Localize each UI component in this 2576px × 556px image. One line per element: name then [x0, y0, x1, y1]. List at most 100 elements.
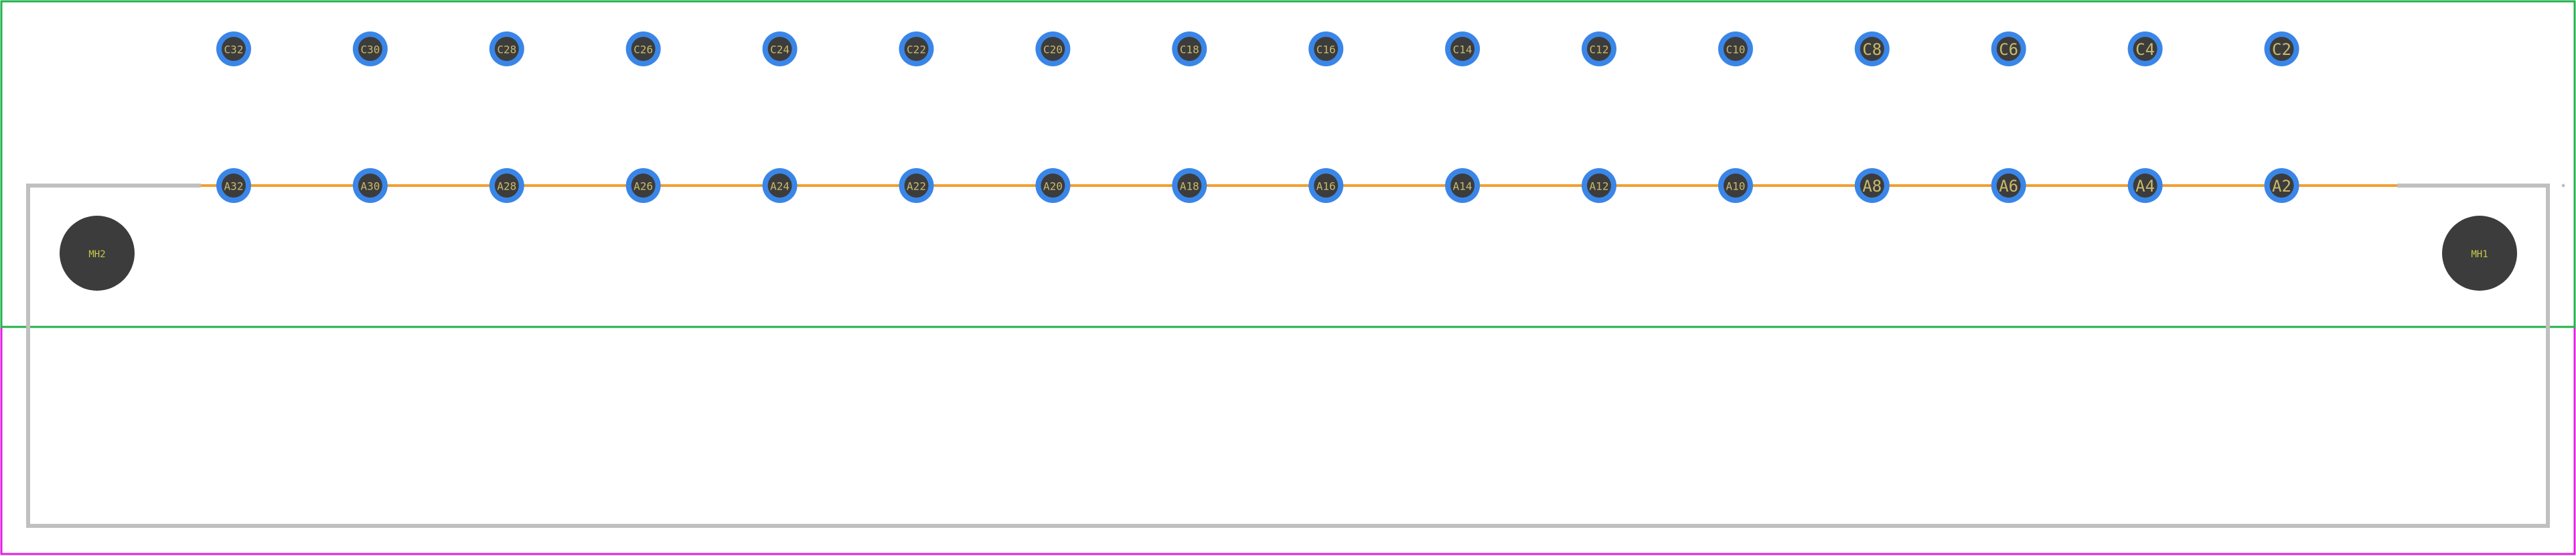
pad-label: A4 — [2135, 177, 2155, 196]
pad-hole — [1041, 37, 1065, 61]
pad-label: C28 — [497, 44, 516, 56]
pad-label: A30 — [360, 180, 380, 193]
pad-label: A20 — [1043, 180, 1063, 193]
pad-c16[interactable]: C16 — [1308, 31, 1344, 66]
pad-label: C10 — [1726, 44, 1745, 56]
pad-label: C20 — [1043, 44, 1063, 56]
pad-label: C18 — [1180, 44, 1199, 56]
pad-hole — [2133, 173, 2157, 198]
pad-hole — [222, 37, 246, 61]
pad-a2[interactable]: A2 — [2264, 168, 2299, 203]
pad-a8[interactable]: A8 — [1854, 168, 1890, 203]
pad-hole — [1587, 37, 1611, 61]
pad-hole — [1450, 37, 1475, 61]
pad-hole — [631, 173, 656, 198]
pad-hole — [1723, 173, 1748, 198]
courtyard-outline-bottom — [0, 326, 2576, 555]
pad-label: A24 — [770, 180, 789, 193]
pad-hole — [904, 37, 929, 61]
pad-label: C32 — [224, 44, 244, 56]
pad-c30[interactable]: C30 — [352, 31, 388, 66]
pad-c24[interactable]: C24 — [762, 31, 798, 66]
pad-hole — [1996, 173, 2021, 198]
pad-label: A6 — [1999, 177, 2018, 196]
pad-hole — [1860, 173, 1884, 198]
pad-c10[interactable]: C10 — [1718, 31, 1753, 66]
pad-hole — [494, 173, 519, 198]
pad-a18[interactable]: A18 — [1172, 168, 1207, 203]
pad-label: A28 — [497, 180, 516, 193]
pad-label: C14 — [1453, 44, 1472, 56]
mounting-hole-right-body — [2442, 216, 2517, 291]
pad-label: A8 — [1862, 177, 1882, 196]
pad-label: C4 — [2135, 40, 2155, 59]
pad-a24[interactable]: A24 — [762, 168, 798, 203]
pad-c6[interactable]: C6 — [1991, 31, 2026, 66]
pad-label: C26 — [633, 44, 653, 56]
pad-hole — [1314, 173, 1339, 198]
pad-a32[interactable]: A32 — [216, 168, 251, 203]
pad-a10[interactable]: A10 — [1718, 168, 1753, 203]
pad-hole — [358, 173, 382, 198]
mounting-hole-left[interactable]: MH2 — [60, 216, 135, 291]
pad-c22[interactable]: C22 — [899, 31, 934, 66]
pad-c26[interactable]: C26 — [625, 31, 661, 66]
pad-c8[interactable]: C8 — [1854, 31, 1890, 66]
pad-a14[interactable]: A14 — [1445, 168, 1481, 203]
pad-label: A18 — [1180, 180, 1199, 193]
pad-hole — [1860, 37, 1884, 61]
pad-a16[interactable]: A16 — [1308, 168, 1344, 203]
pad-c28[interactable]: C28 — [489, 31, 524, 66]
pad-c4[interactable]: C4 — [2127, 31, 2163, 66]
mounting-hole-left-body — [60, 216, 135, 291]
mounting-hole-left-label: MH2 — [88, 249, 105, 260]
pad-hole — [1041, 173, 1065, 198]
pad-c32[interactable]: C32 — [216, 31, 251, 66]
pad-c20[interactable]: C20 — [1035, 31, 1071, 66]
pad-label: A16 — [1316, 180, 1336, 193]
pad-a20[interactable]: A20 — [1035, 168, 1071, 203]
pad-hole — [2269, 37, 2294, 61]
pad-hole — [1450, 173, 1475, 198]
pad-label: C6 — [1999, 40, 2018, 59]
pad-row-c: C32 C30 C28 C26 C24 C22 C20 C18 C16 C14 C12 C10 C8 C6… — [216, 31, 2299, 66]
pad-hole — [1587, 173, 1611, 198]
pad-label: C12 — [1590, 44, 1609, 56]
silkscreen-outline — [26, 184, 2550, 528]
pad-hole — [767, 37, 792, 61]
pad-label: C16 — [1316, 44, 1336, 56]
pad-a28[interactable]: A28 — [489, 168, 524, 203]
pad-c2[interactable]: C2 — [2264, 31, 2299, 66]
pad-hole — [222, 173, 246, 198]
pad-hole — [1177, 173, 1202, 198]
mounting-hole-right[interactable]: MH1 — [2442, 216, 2517, 291]
pad-a12[interactable]: A12 — [1582, 168, 1616, 203]
pad-c18[interactable]: C18 — [1172, 31, 1207, 66]
courtyard-outline-top — [0, 0, 2576, 328]
pad-label: A10 — [1726, 180, 1745, 193]
pad-a22[interactable]: A22 — [899, 168, 934, 203]
pad-hole — [767, 173, 792, 198]
pad-hole — [358, 37, 382, 61]
pad-label: C8 — [1862, 40, 1882, 59]
pad-label: A32 — [224, 180, 244, 193]
pad-label: A2 — [2272, 177, 2291, 196]
mounting-hole-right-label: MH1 — [2471, 249, 2488, 260]
pad-a26[interactable]: A26 — [625, 168, 661, 203]
pad-a4[interactable]: A4 — [2127, 168, 2163, 203]
pad-hole — [494, 37, 519, 61]
pad-hole — [1723, 37, 1748, 61]
pad-hole — [1314, 37, 1339, 61]
pad-label: C2 — [2272, 40, 2291, 59]
pad-a30[interactable]: A30 — [352, 168, 388, 203]
pad-c12[interactable]: C12 — [1582, 31, 1616, 66]
pad-hole — [631, 37, 656, 61]
pad-c14[interactable]: C14 — [1445, 31, 1481, 66]
pad-hole — [1996, 37, 2021, 61]
pad-label: A12 — [1590, 180, 1609, 193]
pad-row-a: A32 A30 A28 A26 A24 A22 A20 A18 A16 A14 A12 A10 A8 A6… — [216, 168, 2299, 203]
pad-label: A14 — [1453, 180, 1472, 193]
pad-a6[interactable]: A6 — [1991, 168, 2026, 203]
pad-label: C30 — [360, 44, 380, 56]
